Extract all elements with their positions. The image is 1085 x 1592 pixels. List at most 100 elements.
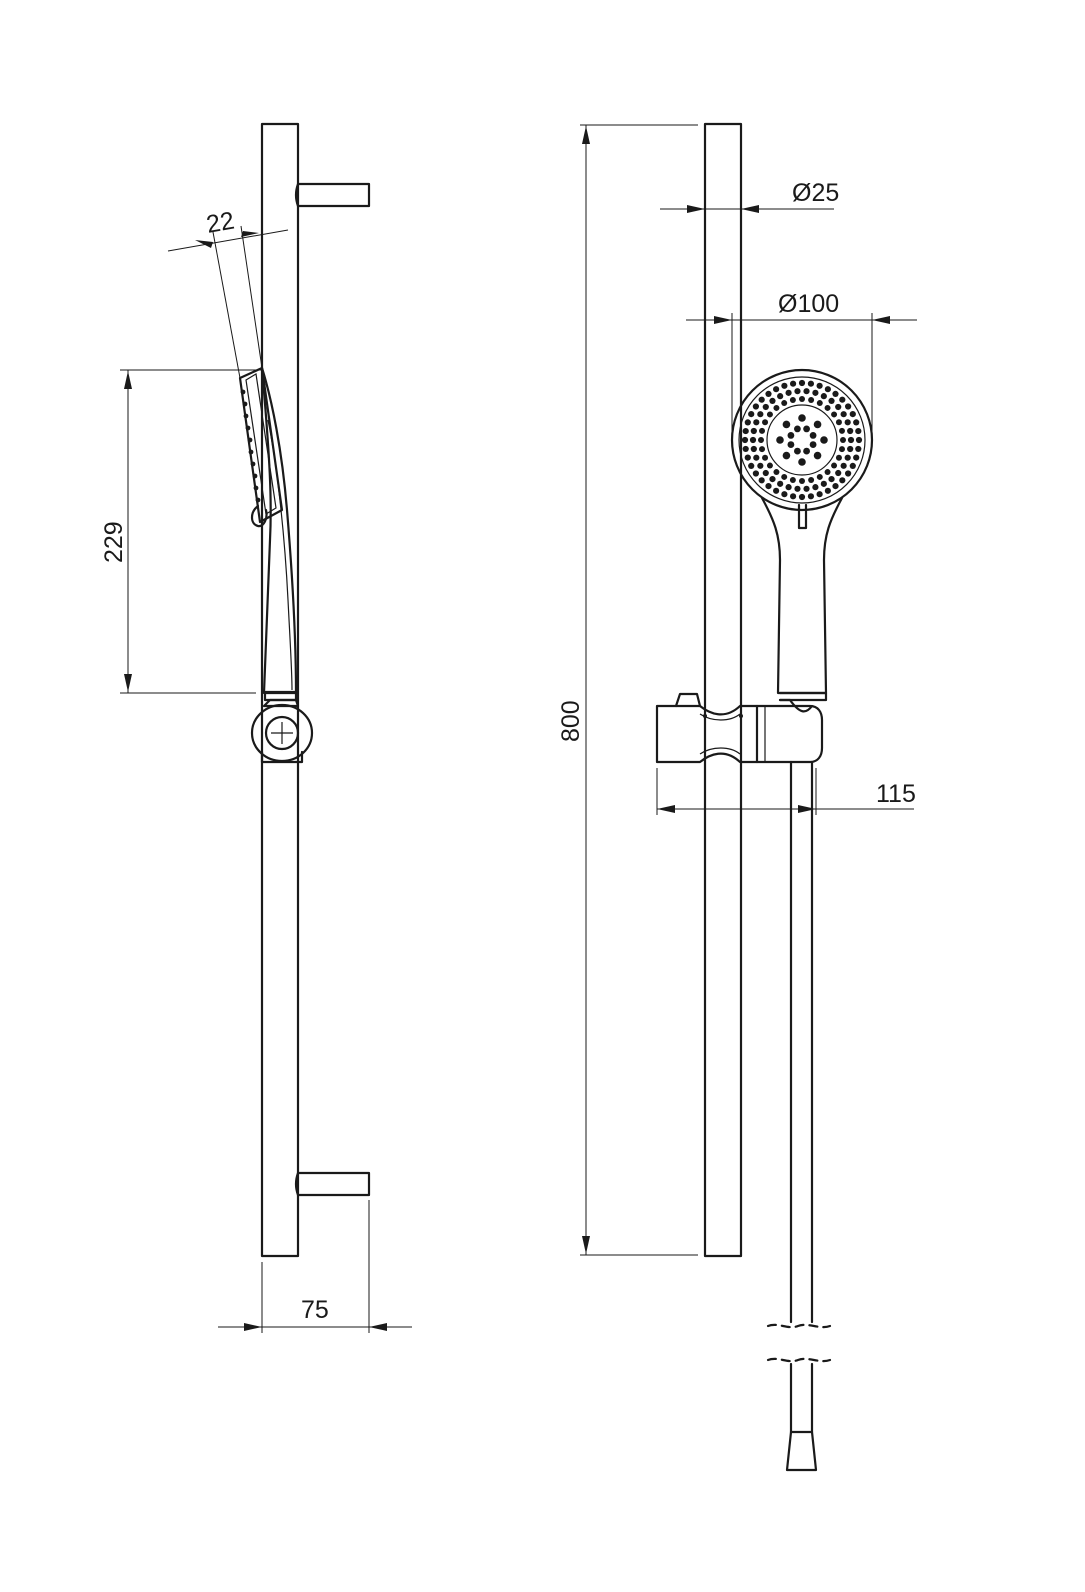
nozzle-dot-center — [813, 451, 822, 460]
nozzle-dot — [803, 485, 810, 492]
nozzle-dot — [832, 390, 839, 397]
nozzle-dot — [855, 445, 862, 453]
nozzle-dot — [762, 419, 769, 426]
nozzle-dot — [816, 400, 823, 407]
side-holder — [250, 698, 314, 764]
dim-wall-offset: 75 — [218, 1200, 412, 1333]
nozzle-dot-center — [794, 425, 801, 433]
front-view: 800 Ø25 Ø100 115 — [557, 122, 917, 1472]
nozzle-dot — [769, 397, 776, 404]
dim-head-diameter-label: Ø100 — [778, 290, 839, 318]
nozzle-dot — [744, 454, 751, 461]
nozzle-dot — [828, 476, 835, 483]
nozzle-dot-center — [803, 447, 810, 455]
nozzle-dot — [789, 397, 796, 404]
nozzle-dot — [752, 470, 759, 477]
side-bottom-bracket — [294, 1171, 371, 1197]
nozzle-dot — [807, 493, 815, 500]
dim-rail-length: 800 — [557, 124, 698, 1256]
nozzle-dot — [849, 411, 856, 418]
side-rail — [260, 122, 300, 1258]
nozzle-dot — [812, 484, 819, 491]
nozzle-dot — [758, 477, 765, 484]
nozzle-dot — [798, 379, 806, 387]
nozzle-dot — [765, 390, 772, 397]
front-hose-end — [785, 1430, 818, 1472]
nozzle-dot — [853, 419, 860, 426]
nozzle-dot-center — [787, 441, 795, 448]
nozzle-dot — [844, 454, 851, 461]
nozzle-dot — [777, 393, 784, 400]
nozzle-dot — [835, 419, 842, 426]
nozzle-dot — [840, 411, 847, 418]
nozzle-dot — [835, 454, 842, 461]
nozzle-dot — [816, 382, 823, 389]
front-nozzles — [741, 379, 863, 501]
nozzle-dot — [785, 484, 792, 491]
nozzle-dot — [766, 411, 773, 418]
nozzle-dot — [759, 446, 766, 453]
nozzle-dot — [769, 476, 776, 483]
side-selector-lever — [250, 504, 268, 528]
nozzle-dot-center — [798, 458, 806, 466]
nozzle-dot — [808, 476, 815, 483]
side-spray-face — [238, 366, 284, 524]
nozzle-dot — [766, 462, 773, 469]
nozzle-dot — [773, 404, 780, 411]
front-handshower-head — [730, 368, 874, 530]
nozzle-dot — [855, 427, 862, 435]
nozzle-dot-center — [803, 425, 810, 433]
side-handshower-inner-line — [267, 419, 293, 691]
front-rail — [703, 122, 743, 1258]
nozzle-dot-center — [809, 432, 817, 439]
dim-rail-diameter-label: Ø25 — [792, 179, 839, 207]
nozzle-dot — [849, 462, 856, 469]
nozzle-dot — [753, 419, 760, 426]
dim-head-thickness: 22 — [167, 207, 289, 379]
nozzle-dot — [758, 437, 764, 443]
nozzle-dot — [748, 462, 755, 469]
nozzle-dot-center — [794, 447, 801, 455]
nozzle-dot — [803, 388, 810, 395]
nozzle-dot — [835, 469, 842, 477]
nozzle-dot — [844, 419, 851, 426]
nozzle-dot — [773, 469, 780, 476]
nozzle-dot — [742, 445, 749, 453]
front-handle-collar — [778, 691, 828, 702]
nozzle-dot — [744, 419, 751, 426]
nozzle-dot — [799, 396, 805, 402]
nozzle-dot — [824, 386, 831, 393]
nozzle-dot — [781, 473, 788, 480]
dim-head-length-label: 229 — [100, 521, 128, 563]
nozzle-dot — [816, 473, 823, 480]
nozzle-dot — [758, 396, 765, 403]
nozzle-dot — [757, 462, 764, 469]
nozzle-dot-center — [798, 414, 806, 422]
dim-head-diameter: Ø100 — [686, 290, 917, 440]
nozzle-dot — [748, 411, 755, 418]
nozzle-dot — [845, 403, 852, 410]
nozzle-dot — [781, 400, 788, 407]
nozzle-dot — [845, 470, 852, 477]
nozzle-dot — [785, 389, 792, 396]
nozzle-dot — [853, 454, 860, 461]
nozzle-dot-center — [776, 436, 784, 444]
nozzle-dot — [812, 389, 819, 396]
nozzle-dot — [752, 403, 759, 410]
nozzle-dot — [777, 480, 784, 487]
nozzle-dot — [742, 427, 749, 435]
nozzle-dot — [855, 436, 863, 444]
nozzle-dot — [820, 480, 827, 487]
front-slider — [655, 692, 824, 764]
nozzle-dot — [773, 487, 780, 494]
front-hose — [766, 760, 832, 1472]
nozzle-dot — [794, 485, 801, 492]
nozzle-dot-center — [782, 420, 791, 429]
nozzle-dot-center — [820, 436, 828, 444]
nozzle-dot — [832, 483, 839, 490]
nozzle-dot — [824, 487, 831, 494]
side-nozzles — [240, 389, 261, 503]
nozzle-dot — [808, 397, 815, 404]
nozzle-dot — [835, 403, 842, 411]
nozzle-dot — [762, 403, 769, 411]
